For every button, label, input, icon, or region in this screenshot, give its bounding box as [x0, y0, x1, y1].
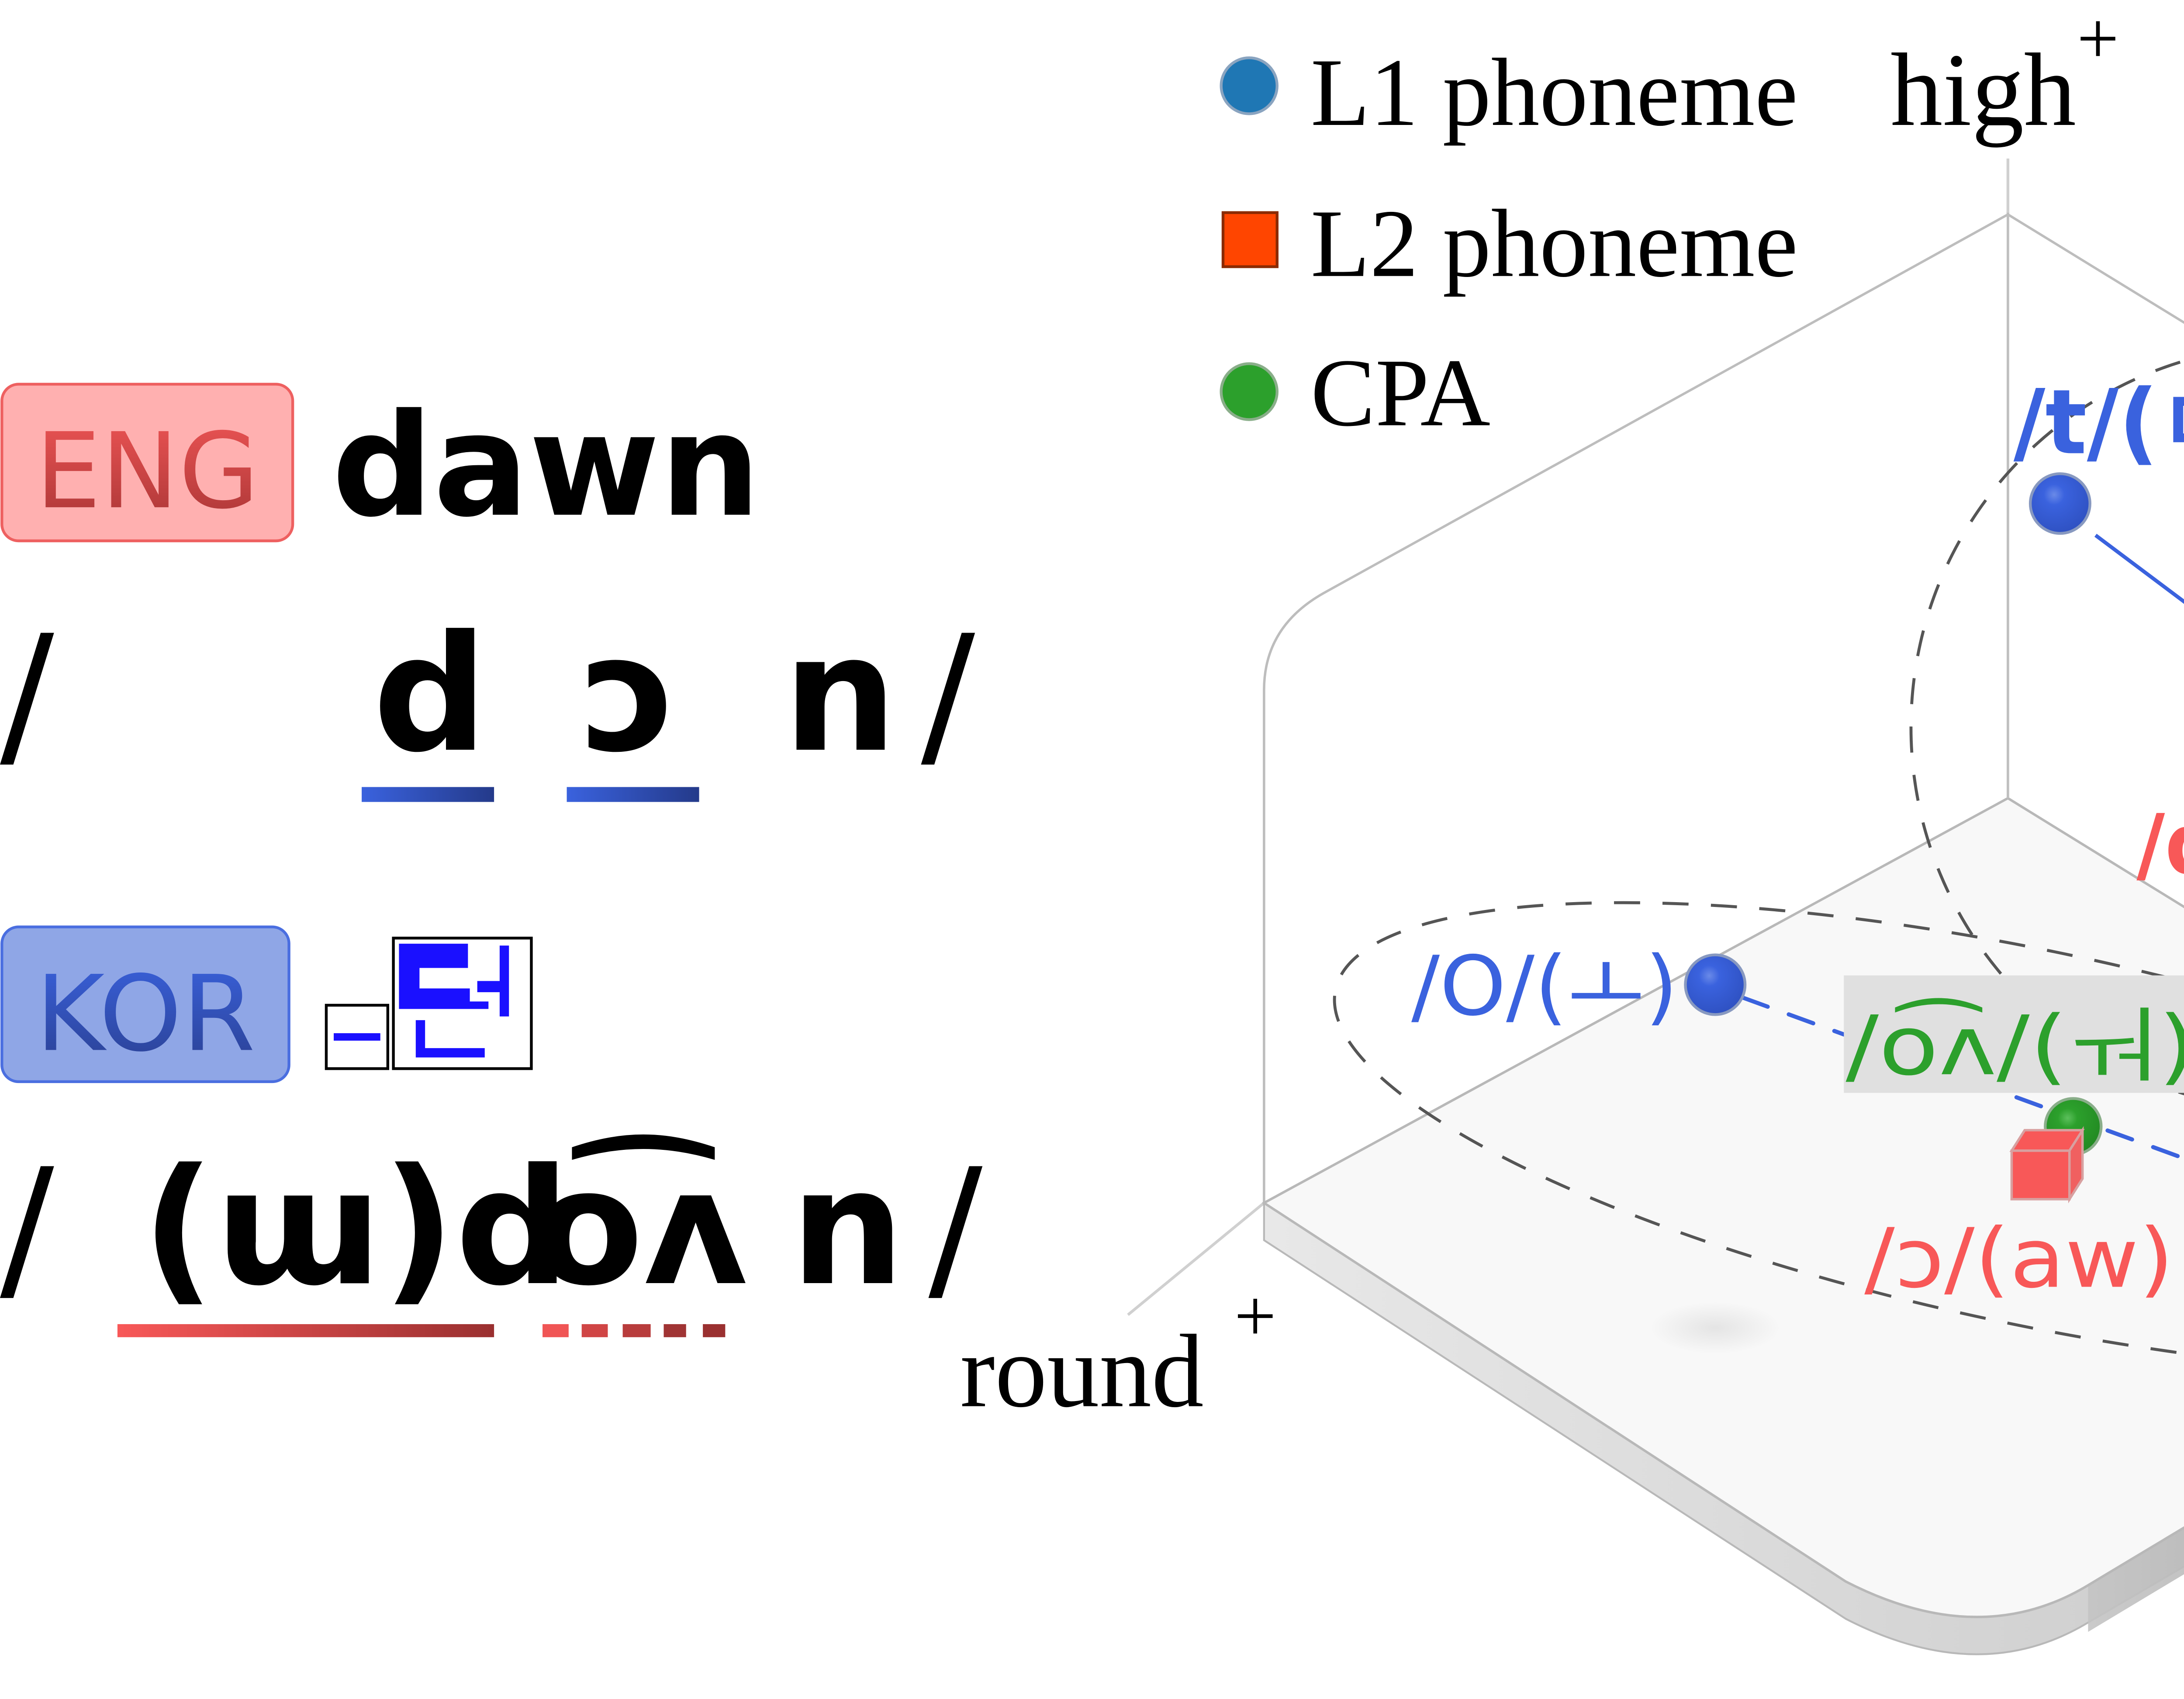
axis-high-text: high: [1890, 32, 2076, 148]
kor-ipa-close-slash: /: [929, 1134, 984, 1321]
left-wall-plane: [1263, 212, 2009, 1205]
legend-cpa-label: CPA: [1311, 339, 1490, 446]
english-example: ENG dawn / d ɔ n /: [0, 383, 976, 802]
right-wall-plane: [2007, 212, 2184, 909]
round-axis-line: [1127, 1201, 1265, 1316]
kor-ipa-n: n: [791, 1134, 905, 1321]
kor-underline-ud: [117, 1324, 494, 1337]
eng-word: dawn: [332, 383, 761, 548]
eng-ipa-n: n: [783, 601, 897, 788]
eng-ipa-open-o: ɔ: [582, 601, 677, 788]
arrow-t-to-d: [2094, 533, 2184, 604]
point-t-l1: [2028, 472, 2091, 535]
owa-label-bg: [1844, 975, 2184, 1093]
eng-ipa-close-slash: /: [921, 601, 976, 788]
shadow-owa: [1650, 1301, 1781, 1354]
eng-ipa-d: d: [373, 601, 488, 788]
cluster-outline-vowel: [1333, 901, 2184, 1374]
legend-item-cpa: CPA: [1220, 339, 1490, 446]
korean-example: KOR / (ɯ)d o͡ʌ n /: [0, 925, 984, 1337]
legend-item-l1: L1 phoneme: [1220, 39, 1798, 146]
eng-badge-label: ENG: [35, 411, 259, 532]
feature-space: /t/(ㄷ) /d/(ㄷ) /d/(d) /ɯ/(ㅡ) /O/(ㅗ) /o͡ʌ/…: [960, 0, 2184, 1655]
label-owa-cpa: /o͡ʌ/(ㅝ): [1846, 998, 2184, 1094]
point-o-l1: [1684, 953, 1747, 1016]
hangul-eu-stroke: [334, 1033, 380, 1041]
kor-ipa-ud: (ɯ)d: [142, 1134, 570, 1321]
kor-badge-label: KOR: [35, 953, 256, 1075]
kor-ipa-open-slash: /: [0, 1134, 55, 1321]
legend: L1 phoneme L2 phoneme CPA: [1220, 39, 1798, 446]
axis-label-round: round +: [960, 1274, 1276, 1429]
eng-underline-o: [567, 787, 699, 802]
kor-badge: [0, 925, 290, 1083]
kor-ipa-owa: o͡ʌ: [533, 1133, 748, 1321]
label-aw-l2: /ɔ/(aw): [1864, 1211, 2174, 1307]
floor-slab-side-right: [2088, 1527, 2184, 1632]
label-o: /O/(ㅗ): [1411, 939, 1678, 1034]
legend-l1-label: L1 phoneme: [1311, 39, 1798, 146]
legend-l2-marker: [1221, 211, 1279, 268]
axis-round-sign: +: [1234, 1274, 1276, 1357]
axis-round-text: round: [960, 1313, 1204, 1429]
legend-l1-marker: [1220, 56, 1279, 115]
axis-label-high: high +: [1890, 0, 2119, 148]
point-aw-l2: [2009, 1126, 2085, 1204]
kor-underline-owa-dashed: [543, 1324, 726, 1337]
label-d-l2: /d/(d): [2136, 797, 2184, 893]
hangul-deo-strokes: [399, 944, 509, 1058]
hangul-glyph-boxes: [325, 937, 533, 1070]
legend-l2-label: L2 phoneme: [1311, 190, 1798, 298]
cluster-outline-consonant: [1909, 343, 2184, 1111]
legend-cpa-marker: [1220, 362, 1279, 421]
axis-high-sign: +: [2077, 0, 2119, 80]
label-t: /t/(ㄷ): [2014, 370, 2184, 474]
eng-badge: [0, 383, 294, 543]
legend-item-l2: L2 phoneme: [1221, 190, 1798, 298]
eng-underline-d: [362, 787, 494, 802]
eng-ipa-open-slash: /: [0, 601, 55, 788]
